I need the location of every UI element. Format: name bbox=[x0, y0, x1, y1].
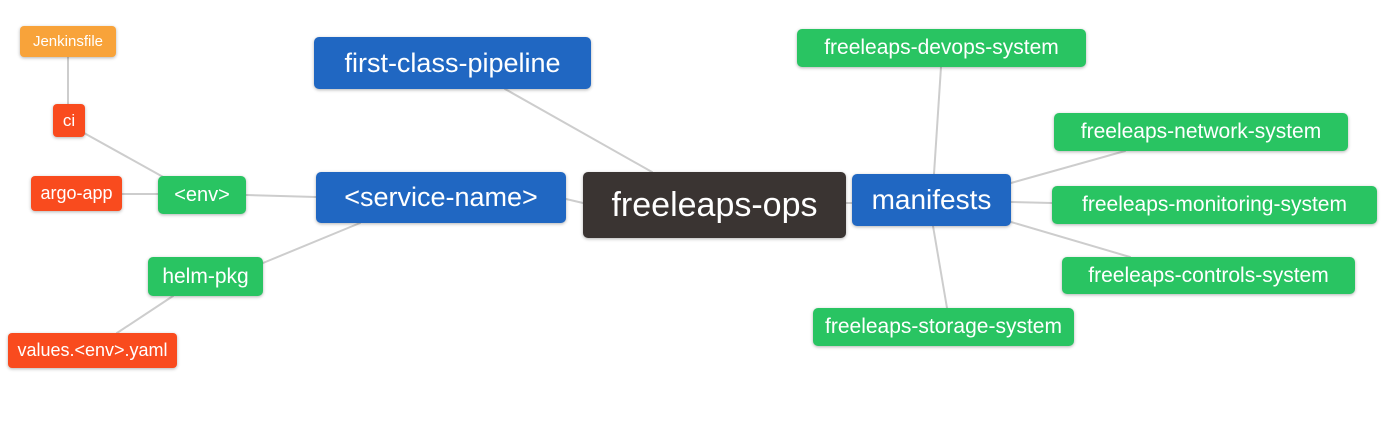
node-ci[interactable]: ci bbox=[53, 104, 85, 137]
node-argo-app[interactable]: argo-app bbox=[31, 176, 122, 211]
node-freeleaps-devops-system[interactable]: freeleaps-devops-system bbox=[797, 29, 1086, 67]
node-freeleaps-monitoring-system[interactable]: freeleaps-monitoring-system bbox=[1052, 186, 1377, 224]
edge-manifests-controls-system bbox=[1010, 221, 1131, 258]
node-freeleaps-ops[interactable]: freeleaps-ops bbox=[583, 172, 846, 238]
node-freeleaps-storage-system[interactable]: freeleaps-storage-system bbox=[813, 308, 1074, 346]
node-freeleaps-network-system[interactable]: freeleaps-network-system bbox=[1054, 113, 1348, 151]
edge-manifests-devops-system bbox=[933, 66, 942, 175]
node-manifests[interactable]: manifests bbox=[852, 174, 1011, 226]
edge-ci-env bbox=[83, 132, 166, 179]
edge-manifests-monitoring-system bbox=[1010, 201, 1053, 204]
edge-service-name-freeleaps-ops bbox=[565, 198, 584, 204]
node-helm-pkg[interactable]: helm-pkg bbox=[148, 257, 263, 296]
node-service-name[interactable]: <service-name> bbox=[316, 172, 566, 223]
edge-manifests-network-system bbox=[1010, 150, 1126, 184]
edge-helm-pkg-values bbox=[116, 295, 174, 334]
edge-env-service-name bbox=[245, 194, 317, 198]
edge-first-class-pipeline-freeleaps-ops bbox=[504, 88, 653, 173]
node-freeleaps-controls-system[interactable]: freeleaps-controls-system bbox=[1062, 257, 1355, 294]
node-values-env-yaml[interactable]: values.<env>.yaml bbox=[8, 333, 177, 368]
node-first-class-pipeline[interactable]: first-class-pipeline bbox=[314, 37, 591, 89]
node-jenkinsfile[interactable]: Jenkinsfile bbox=[20, 26, 116, 57]
edge-service-name-helm-pkg bbox=[262, 222, 361, 264]
edge-manifests-storage-system bbox=[932, 225, 948, 309]
node-env[interactable]: <env> bbox=[158, 176, 246, 214]
